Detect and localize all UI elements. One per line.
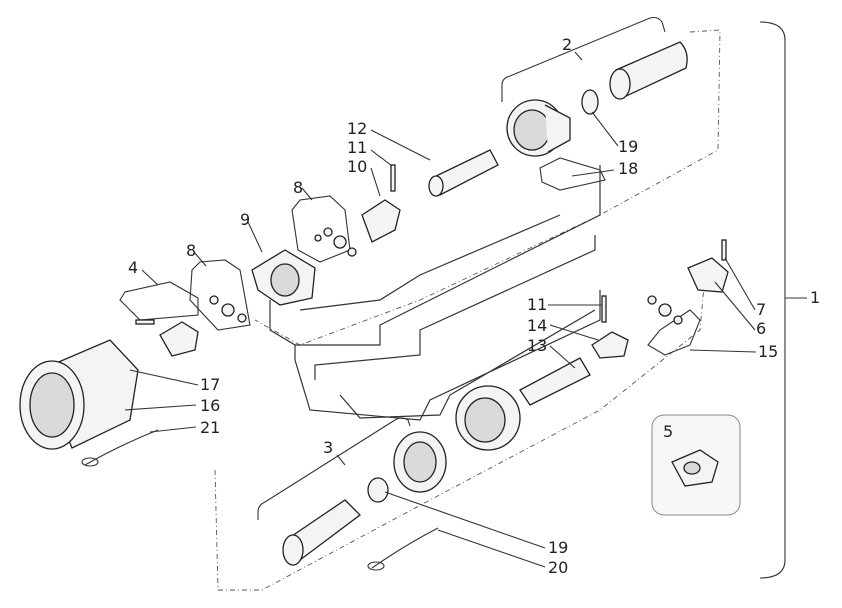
shaft-band [269, 165, 601, 421]
label-20: 20 [548, 558, 568, 577]
part-9-flange-yoke [251, 249, 316, 306]
part-10-pin-top [390, 164, 396, 192]
label-2: 2 [562, 35, 572, 54]
group-brackets [119, 16, 786, 579]
part-8-cross-left [209, 295, 247, 323]
label-19-top: 19 [618, 137, 638, 156]
part-13-inner-tube-right [519, 357, 591, 406]
label-14: 14 [527, 316, 547, 335]
part-6-flange-yoke-right [687, 239, 729, 293]
part-labels: 1 2 3 4 5 6 7 8 8 9 10 11 11 12 13 14 15… [128, 35, 820, 577]
part-3-outer-tube-bottom [282, 499, 361, 566]
part-shield-disc-bottom [393, 431, 447, 493]
inset-part-5 [651, 414, 741, 516]
label-10: 10 [347, 157, 367, 176]
label-3: 3 [323, 438, 333, 457]
label-13: 13 [527, 336, 547, 355]
label-12: 12 [347, 119, 367, 138]
label-1: 1 [810, 288, 820, 307]
label-8-top: 8 [293, 178, 303, 197]
label-15: 15 [758, 342, 778, 361]
part-14-yoke-right [591, 295, 629, 359]
part-4-yoke-left [135, 319, 199, 357]
label-16: 16 [200, 396, 220, 415]
part-21-chain-left [81, 429, 159, 467]
label-21: 21 [200, 418, 220, 437]
label-11-top: 11 [347, 138, 367, 157]
part-19-ring-bottom [367, 477, 389, 503]
part-8-cross-top [314, 227, 357, 257]
leader-lines [124, 51, 807, 568]
label-6: 6 [756, 319, 766, 338]
part-20-chain-bottom [367, 527, 439, 571]
label-17: 17 [200, 375, 220, 394]
part-shield-cone-top [506, 99, 571, 157]
label-8-left: 8 [186, 241, 196, 260]
label-19-bottom: 19 [548, 538, 568, 557]
part-2-outer-tube [609, 41, 688, 100]
label-4: 4 [128, 258, 138, 277]
label-9: 9 [240, 210, 250, 229]
part-17-shield-cone-left [19, 339, 139, 450]
label-11-right: 11 [527, 295, 547, 314]
part-12-inner-tube [428, 149, 499, 197]
part-shield-cone-bottom [455, 385, 521, 451]
assembly-outline [214, 29, 721, 591]
part-19-ring-top [581, 89, 599, 115]
part-yoke-top [361, 199, 401, 243]
part-15-cross-right [647, 295, 683, 325]
label-18: 18 [618, 159, 638, 178]
label-7: 7 [756, 300, 766, 319]
label-5: 5 [663, 422, 673, 441]
